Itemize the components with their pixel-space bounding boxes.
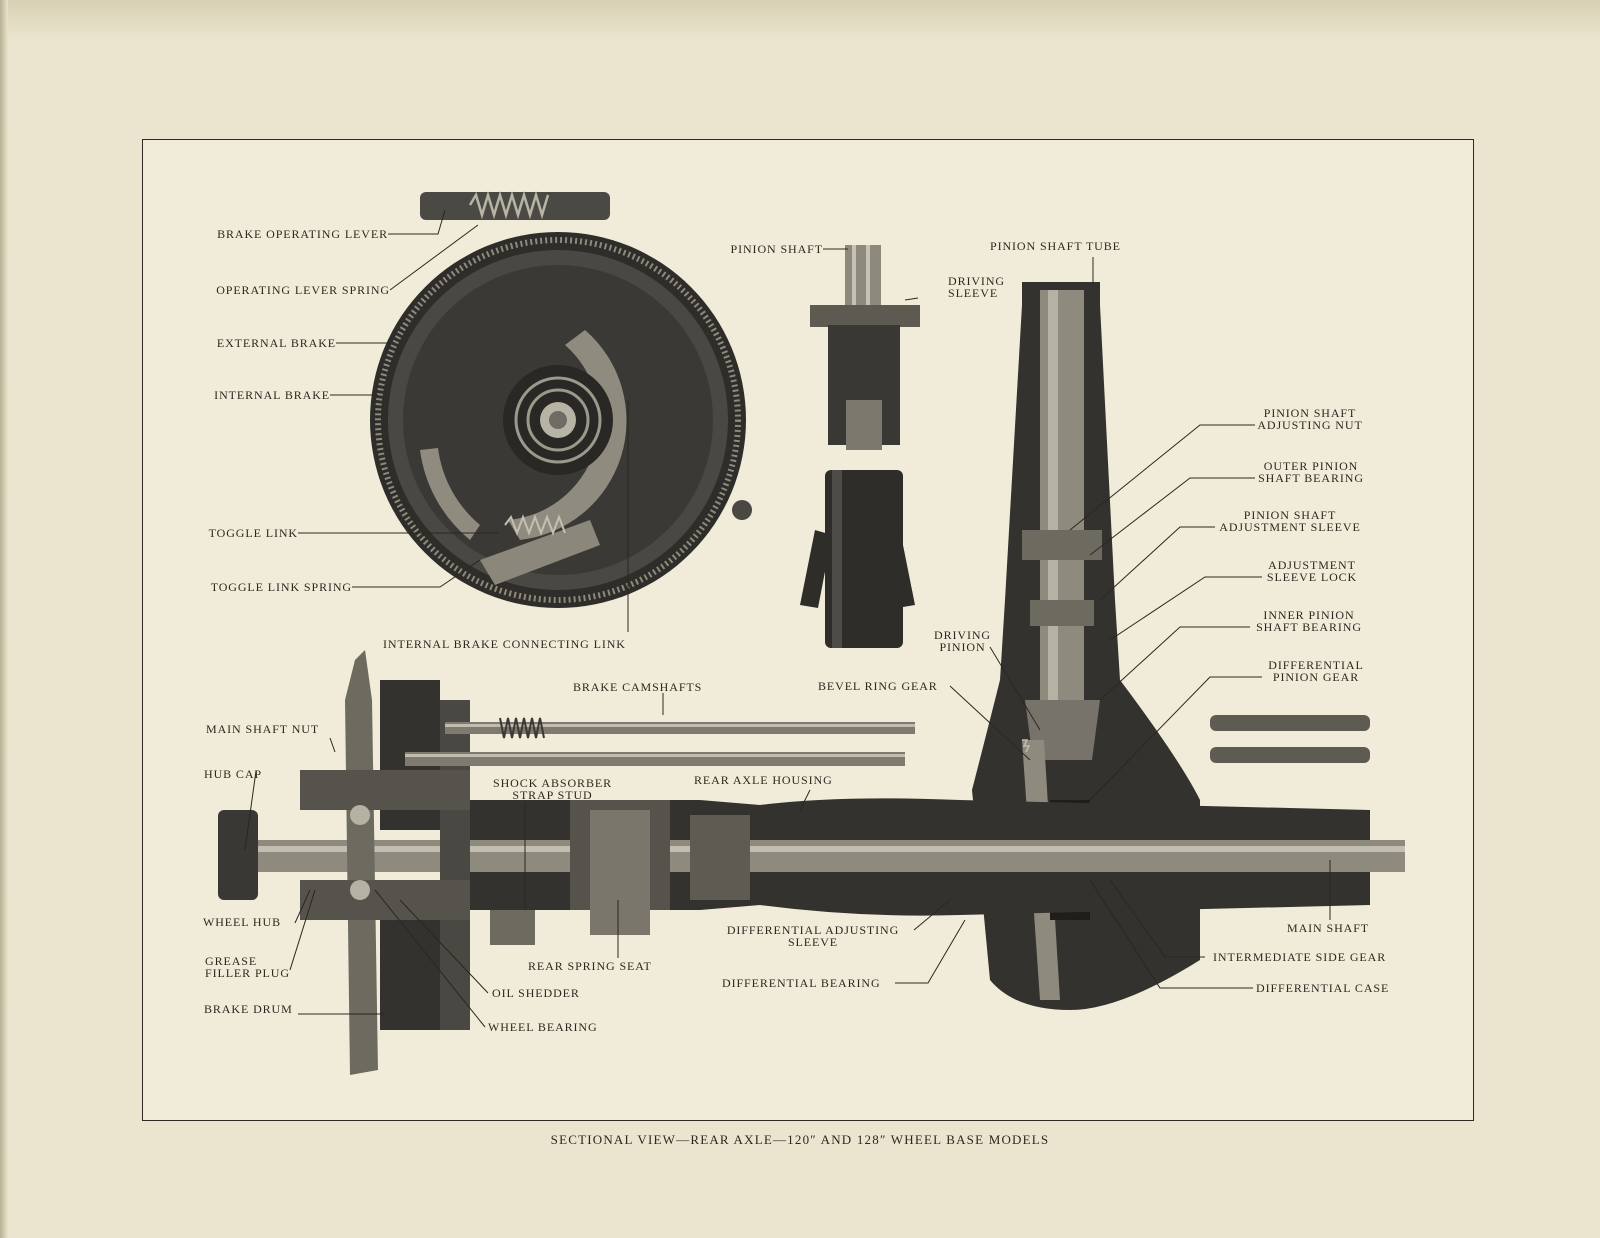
label-operating-lever-spring: OPERATING LEVER SPRING (216, 283, 390, 297)
label-external-brake: EXTERNAL BRAKE (216, 336, 336, 350)
brake-drum-end-view (370, 190, 752, 608)
label-brake-operating-lever: BRAKE OPERATING LEVER (217, 227, 388, 241)
label-hub-cap: HUB CAP (204, 767, 262, 781)
label-main-shaft: MAIN SHAFT (1287, 921, 1370, 935)
figure-caption: SECTIONAL VIEW—REAR AXLE—120″ AND 128″ W… (550, 1132, 1050, 1147)
label-internal-brake-connecting-link: INTERNAL BRAKE CONNECTING LINK (383, 637, 626, 651)
axle-housing (218, 798, 1405, 945)
brake-camshafts (405, 717, 915, 766)
label-main-shaft-nut: MAIN SHAFT NUT (206, 722, 320, 736)
label-toggle-link-spring: TOGGLE LINK SPRING (210, 580, 352, 594)
brake-rods-right (1210, 715, 1370, 763)
page-edge (0, 0, 8, 1238)
label-wheel-bearing: WHEEL BEARING (488, 1020, 598, 1034)
label-brake-drum: BRAKE DRUM (204, 1002, 293, 1016)
pinion-shaft-detail (800, 245, 920, 648)
label-wheel-hub: WHEEL HUB (203, 915, 281, 929)
leader-lines (244, 209, 1331, 1028)
label-toggle-link: TOGGLE LINK (208, 526, 298, 540)
page-fold (0, 0, 1600, 40)
label-oil-shedder: OIL SHEDDER (492, 986, 580, 1000)
label-differential-bearing: DIFFERENTIAL BEARING (722, 976, 881, 990)
label-pinion-shaft-tube: PINION SHAFT TUBE (990, 239, 1121, 253)
label-bevel-ring-gear: BEVEL RING GEAR (818, 679, 938, 693)
label-internal-brake: INTERNAL BRAKE (214, 388, 330, 402)
label-rear-axle-housing: REAR AXLE HOUSING (694, 773, 833, 787)
label-intermediate-side-gear: INTERMEDIATE SIDE GEAR (1213, 950, 1387, 964)
label-differential-case: DIFFERENTIAL CASE (1256, 981, 1390, 995)
label-brake-camshafts: BRAKE CAMSHAFTS (573, 680, 703, 694)
label-rear-spring-seat: REAR SPRING SEAT (528, 959, 652, 973)
label-pinion-shaft: PINION SHAFT (730, 242, 823, 256)
